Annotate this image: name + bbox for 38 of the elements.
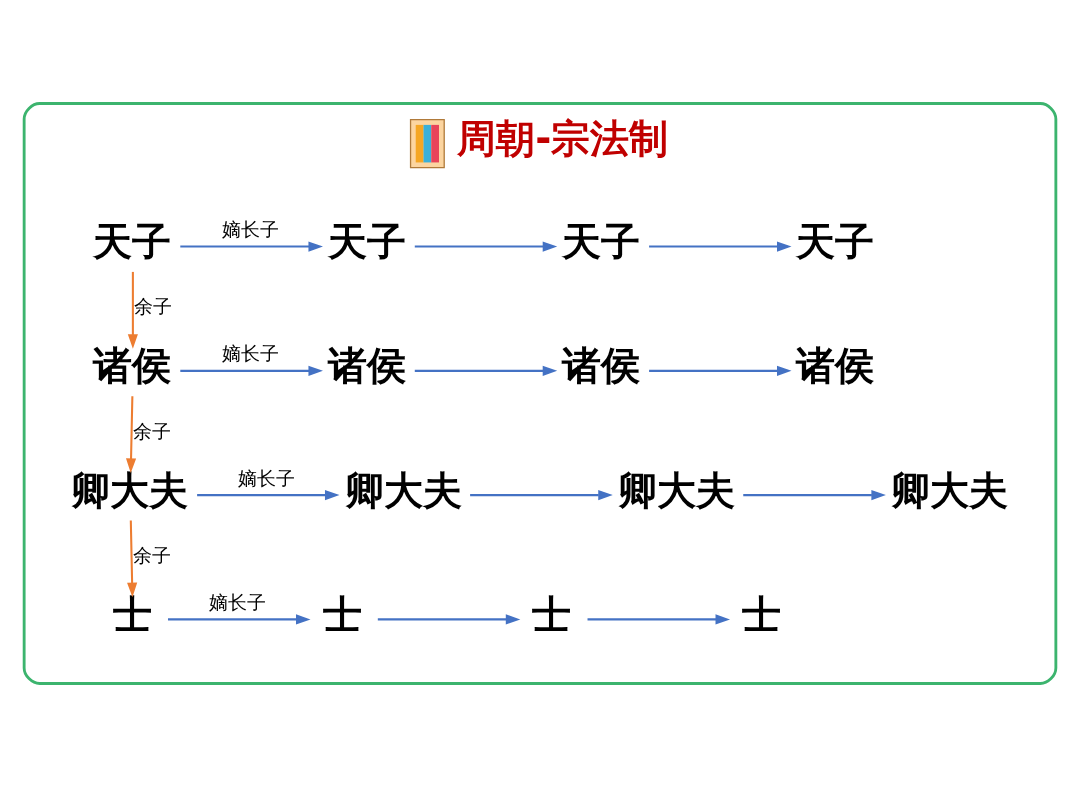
node-text: 天子 xyxy=(796,218,875,264)
node-text: 士 xyxy=(322,591,362,637)
arrow xyxy=(649,365,792,376)
arrow xyxy=(127,520,138,598)
node-text: 诸侯 xyxy=(327,343,406,389)
arrow xyxy=(649,241,792,252)
edge-label: 余子 xyxy=(133,295,172,319)
arrow xyxy=(414,241,558,252)
arrow xyxy=(587,614,731,625)
arrow xyxy=(414,365,558,376)
node-text: 士 xyxy=(741,591,781,637)
node-text: 卿大夫 xyxy=(617,467,735,513)
edge-label: 嫡长子 xyxy=(209,591,267,615)
arrow xyxy=(127,271,138,349)
arrow xyxy=(180,241,323,252)
arrow xyxy=(743,490,886,501)
edge-label: 嫡长子 xyxy=(221,218,279,242)
node-text: 诸侯 xyxy=(562,343,641,389)
edge-label: 嫡长子 xyxy=(221,342,279,366)
node-text: 天子 xyxy=(93,218,172,264)
edge-label: 余子 xyxy=(132,419,171,443)
edge-label: 余子 xyxy=(132,543,171,567)
node-text: 天子 xyxy=(562,218,641,264)
node-text: 卿大夫 xyxy=(344,467,462,513)
node-text: 天子 xyxy=(327,218,406,264)
node-text: 士 xyxy=(112,591,152,637)
arrow xyxy=(377,614,521,625)
arrow xyxy=(180,365,323,376)
arrow xyxy=(125,396,137,473)
arrow xyxy=(197,490,340,501)
arrow xyxy=(470,490,613,501)
node-text: 诸侯 xyxy=(93,343,172,389)
edge-label: 嫡长子 xyxy=(238,466,296,490)
node-text: 卿大夫 xyxy=(890,467,1008,513)
node-text: 士 xyxy=(532,591,572,637)
node-text: 诸侯 xyxy=(796,343,875,389)
node-text: 卿大夫 xyxy=(71,467,189,513)
arrow xyxy=(168,614,311,625)
